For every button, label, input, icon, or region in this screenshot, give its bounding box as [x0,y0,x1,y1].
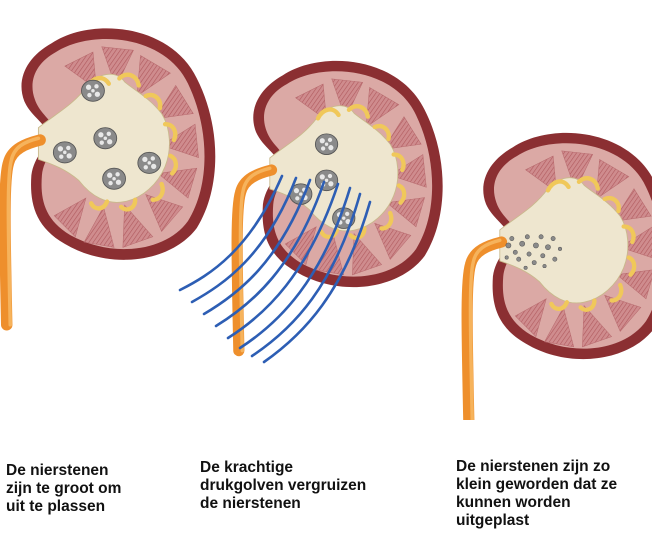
caption-small-fragments: De nierstenen zijn zo klein geworden dat… [456,458,652,530]
caption-large-stones: De nierstenen zijn te groot om uit te pl… [6,462,176,516]
kidney-full-stones [5,28,215,324]
kidney-fragmented-stones [467,133,652,420]
caption-shockwaves: De krachtige drukgolven vergruizen de ni… [200,459,420,513]
lithotripsy-diagram [0,0,652,420]
